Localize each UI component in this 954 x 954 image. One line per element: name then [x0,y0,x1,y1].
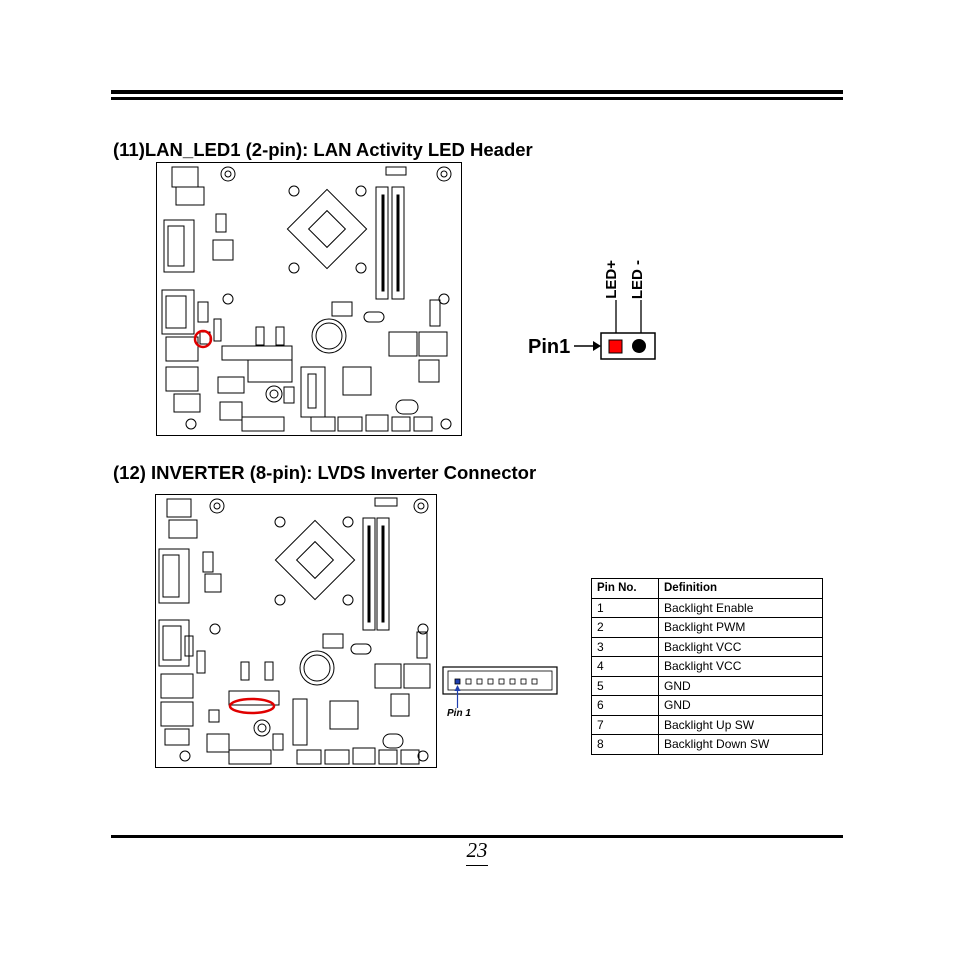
section-11-heading: (11)LAN_LED1 (2-pin): LAN Activity LED H… [113,139,533,160]
pin-number: 3 [591,636,659,657]
pin2-round [632,339,646,353]
page-number-underline [466,865,488,866]
inverter-connector-detail [442,666,558,708]
footer-rule [111,835,843,838]
lan-led-highlight [193,329,213,349]
pin-definition: Backlight VCC [658,636,823,657]
pin1-label: Pin1 [528,336,571,358]
pin1-square [608,339,623,354]
pin-definition: Backlight PWM [658,617,823,638]
pin-number: 5 [591,675,659,696]
pin-definition: Backlight Enable [658,597,823,618]
lan-led-header-detail [574,300,656,360]
pin-number: 7 [591,714,659,735]
pin-number: 1 [591,597,659,618]
pin-definition: Backlight Up SW [658,714,823,735]
header-rule-top [111,90,843,94]
pin-number: 2 [591,617,659,638]
led-plus-label: LED+ [603,260,620,299]
column-header-pin-no: Pin No. [591,578,659,599]
motherboard-diagram-lan-led [156,162,462,436]
pin-definition: GND [658,675,823,696]
pin-number: 6 [591,695,659,716]
pin-definition: Backlight Down SW [658,734,823,755]
table-header-row: Pin No. Definition [591,578,823,599]
pin-definition: GND [658,695,823,716]
section-12-heading: (12) INVERTER (8-pin): LVDS Inverter Con… [113,462,537,483]
pin-number: 4 [591,656,659,677]
led-minus-label: LED - [629,260,646,300]
page-number: 23 [466,838,488,862]
inverter-highlight [228,697,276,715]
column-header-definition: Definition [658,578,823,599]
pin-number: 8 [591,734,659,755]
header-rule-bottom [111,97,843,100]
pin-definition: Backlight VCC [658,656,823,677]
motherboard-diagram-inverter [155,494,437,768]
inverter-pin1-label: Pin 1 [447,708,471,719]
